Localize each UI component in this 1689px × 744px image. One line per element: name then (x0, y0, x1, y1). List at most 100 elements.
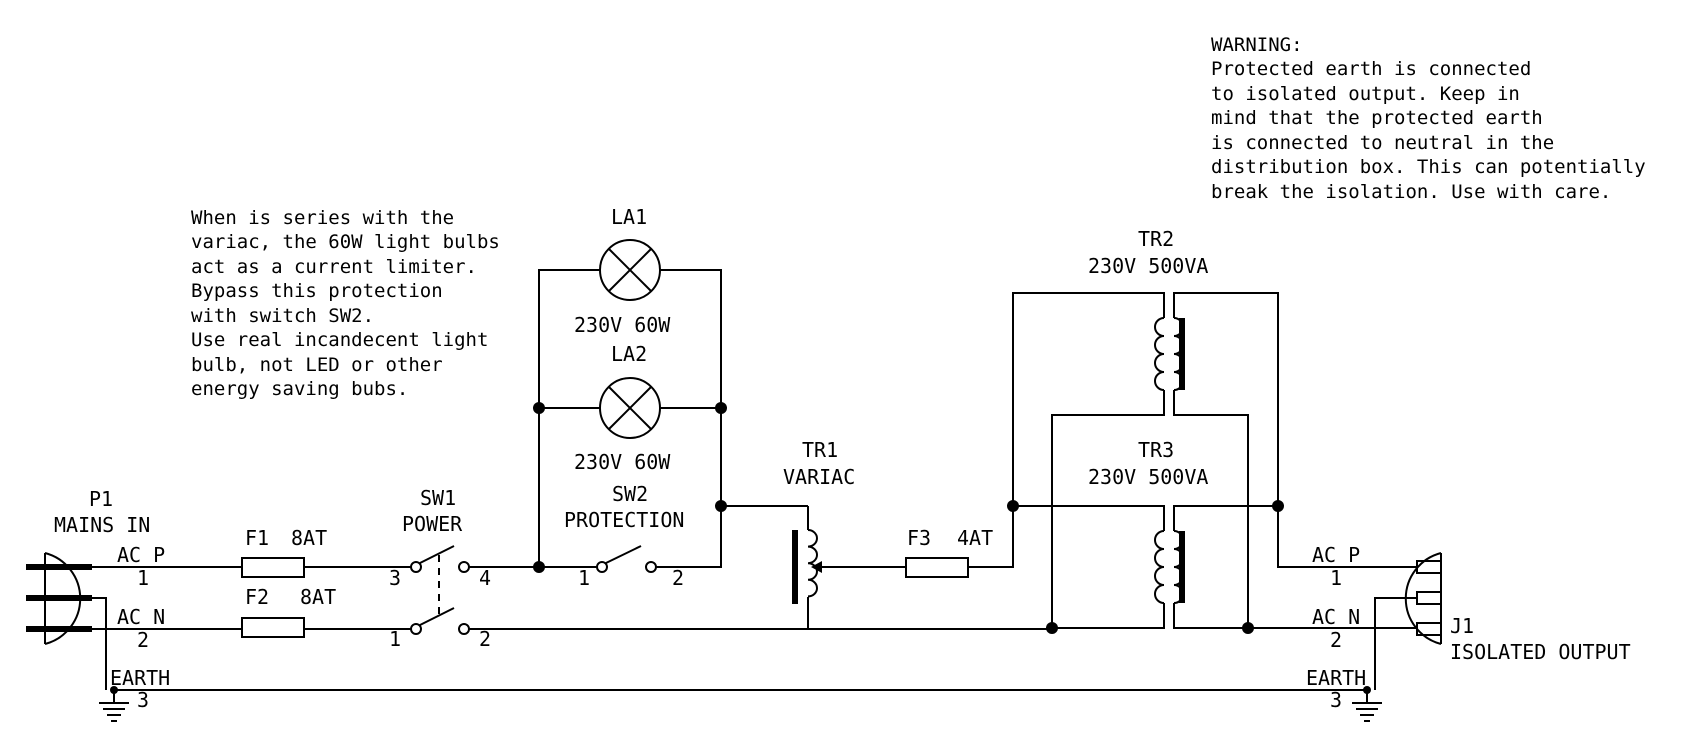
j1-contact-ac-n (1416, 591, 1442, 605)
fuse-f2-value: 8AT (300, 585, 336, 609)
tr3-secondary-winding (1173, 530, 1184, 604)
j1-pin-num: 1 (1330, 566, 1342, 590)
j1-ref: J1 (1450, 614, 1474, 638)
wire-earth-p1 (92, 597, 107, 690)
tr3-value: 230V 500VA (1088, 465, 1208, 489)
tr3-primary-winding (1154, 530, 1165, 604)
wire-lamp-bus-right (660, 269, 722, 506)
note-line: act as a current limiter. (191, 256, 477, 278)
tr1-wiper-arrow (811, 561, 822, 573)
tr1-name: VARIAC (783, 465, 855, 489)
wire-lamp-bus-left (538, 269, 600, 567)
current-limiter-note: When is series with the variac, the 60W … (191, 207, 500, 400)
tr2-primary-winding (1154, 317, 1165, 391)
sw1-pin-num: 2 (479, 627, 491, 651)
switch-sw1: SW1 POWER 3 4 1 2 (389, 486, 491, 651)
junction-dot (533, 402, 545, 414)
tr2-value: 230V 500VA (1088, 254, 1208, 278)
sw2-pin-num: 1 (578, 566, 590, 590)
fuse-f1-value: 8AT (291, 526, 327, 550)
fuse-f3-value: 4AT (957, 526, 993, 550)
junction-dot (1363, 686, 1371, 694)
sw1-blade (419, 607, 455, 626)
transformer-tr3: TR3 230V 500VA (1013, 438, 1278, 629)
lamp-la1-value: 230V 60W (574, 313, 671, 337)
j1-pin-label: AC_P (1312, 543, 1360, 567)
note-line: When is series with the (191, 207, 454, 229)
wire-out-ac-p (1277, 506, 1417, 568)
sw2-ref: SW2 (612, 482, 648, 506)
note-line: variac, the 60W light bulbs (191, 231, 500, 253)
note-line: with switch SW2. (191, 305, 374, 327)
note-line: bulb, not LED or other (191, 354, 443, 376)
p1-mains-plug: P1 MAINS IN AC_P 1 AC_N 2 EARTH 3 (26, 487, 170, 712)
wire-f3-primary (968, 506, 1014, 568)
switch-sw2: SW2 PROTECTION 1 2 (564, 482, 684, 590)
wire-earth-j1 (1374, 597, 1417, 690)
note-line: Bypass this protection (191, 280, 443, 302)
j1-name: ISOLATED OUTPUT (1450, 640, 1631, 664)
j1-pin-label: AC_N (1312, 605, 1360, 629)
tr2-secondary-winding (1173, 317, 1184, 391)
wires (92, 269, 1417, 691)
p1-pin-label: EARTH (110, 666, 170, 690)
fuse-f3-body (905, 557, 969, 578)
j1-contact-ac-p (1416, 560, 1442, 574)
lamp-la1: LA1 230V 60W (574, 205, 671, 337)
fuse-f1: F1 8AT (241, 526, 327, 578)
sw1-pin-num: 3 (389, 566, 401, 590)
sw1-name: POWER (402, 512, 463, 536)
j1-pin-label: EARTH (1306, 666, 1366, 690)
sw2-name: PROTECTION (564, 508, 684, 532)
junction-dot (1272, 500, 1284, 512)
note-line: Use real incandecent light (191, 329, 488, 351)
j1-output-socket: J1 ISOLATED OUTPUT AC_P 1 AC_N 2 EARTH 3 (1306, 543, 1631, 712)
sw2-blade (605, 545, 642, 564)
lamp-la1-ref: LA1 (611, 205, 647, 229)
junction-dot (110, 686, 118, 694)
fuse-f1-body (241, 557, 305, 578)
warning-line: break the isolation. Use with care. (1211, 181, 1611, 203)
p1-pin-num: 2 (137, 628, 149, 652)
transformer-tr2: TR2 230V 500VA (1012, 227, 1279, 628)
fuse-f1-ref: F1 (245, 526, 269, 550)
tr2-ref: TR2 (1138, 227, 1174, 251)
p1-ref: P1 (89, 487, 113, 511)
junction-dot (715, 500, 727, 512)
sw2-pin-num: 2 (672, 566, 684, 590)
junctions (110, 402, 1371, 694)
fuse-f2-ref: F2 (245, 585, 269, 609)
junction-dot (1242, 622, 1254, 634)
sw1-ref: SW1 (420, 486, 456, 510)
fuse-f3-ref: F3 (907, 526, 931, 550)
warning-line: distribution box. This can potentially (1211, 156, 1646, 178)
warning-note: WARNING: Protected earth is connected to… (1211, 34, 1646, 203)
sw1-pin (458, 561, 470, 573)
fuse-f3: F3 4AT (905, 526, 993, 578)
tr1-ref: TR1 (802, 438, 838, 462)
warning-line: WARNING: (1211, 34, 1303, 56)
note-line: energy saving bubs. (191, 378, 408, 400)
warning-line: to isolated output. Keep in (1211, 83, 1520, 105)
warning-line: mind that the protected earth (1211, 107, 1543, 129)
sw1-pin-num: 1 (389, 627, 401, 651)
fuse-f2: F2 8AT (241, 585, 336, 638)
sw1-pin-num: 4 (479, 566, 491, 590)
junction-dot (1007, 500, 1019, 512)
j1-pin-num: 3 (1330, 688, 1342, 712)
warning-line: Protected earth is connected (1211, 58, 1531, 80)
lamp-la2-value: 230V 60W (574, 450, 671, 474)
tr1-winding (807, 529, 818, 598)
junction-dot (715, 402, 727, 414)
lamp-la2-ref: LA2 (611, 342, 647, 366)
sw1-blade (419, 545, 455, 564)
p1-name: MAINS IN (54, 513, 150, 537)
j1-pin-num: 2 (1330, 628, 1342, 652)
warning-line: is connected to neutral in the (1211, 132, 1554, 154)
ground-symbol-right (1352, 690, 1382, 722)
sw2-pin (645, 561, 657, 573)
p1-pin-label: AC_P (117, 543, 165, 567)
junction-dot (1046, 622, 1058, 634)
fuse-f2-body (241, 617, 305, 638)
sw2-pin (596, 561, 608, 573)
